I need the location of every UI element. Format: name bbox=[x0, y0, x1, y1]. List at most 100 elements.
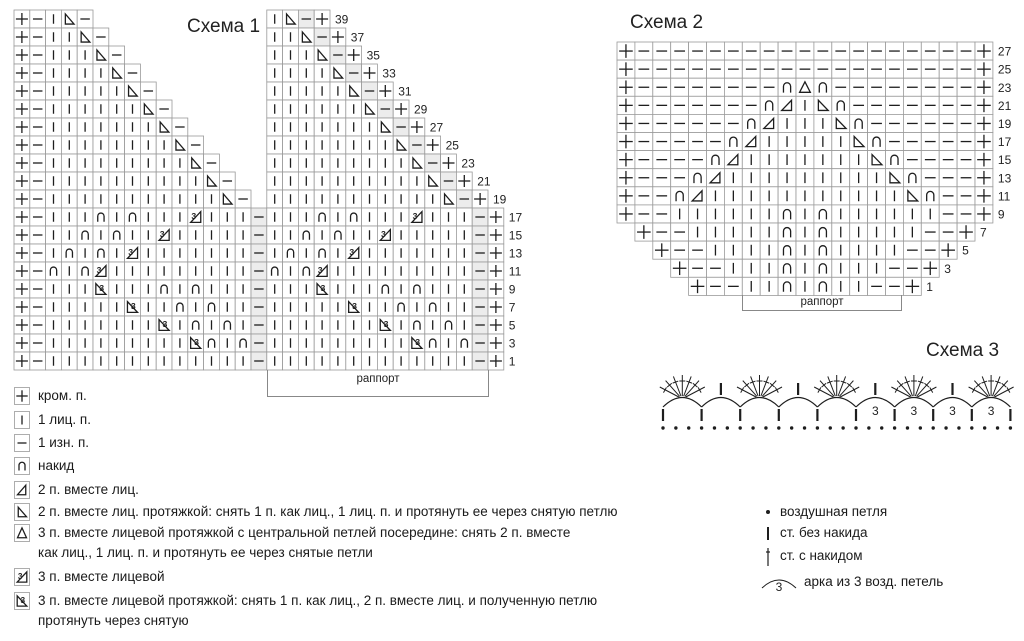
chain-dot bbox=[995, 426, 1000, 430]
ssk-symbol bbox=[175, 138, 187, 151]
legend-text: кром. п. bbox=[38, 388, 87, 403]
edge-stitch-symbol bbox=[977, 207, 991, 221]
chart-row: 33 bbox=[13, 63, 396, 83]
ssk-symbol bbox=[127, 84, 139, 97]
yarn-over-symbol bbox=[381, 284, 390, 294]
legend-text: 1 лиц. п. bbox=[38, 412, 91, 427]
dc-tick bbox=[749, 380, 756, 384]
yarn-over-symbol bbox=[128, 212, 137, 222]
chain-dot bbox=[764, 426, 768, 430]
edge-stitch-symbol bbox=[15, 138, 28, 152]
svg-text:3: 3 bbox=[162, 319, 167, 329]
chart2-rapport-bracket: раппорт bbox=[742, 295, 902, 311]
row-number: 19 bbox=[493, 193, 507, 207]
chart2-rapport-label: раппорт bbox=[800, 296, 844, 308]
chart-row: 25 bbox=[13, 135, 459, 155]
arch-label: 3 bbox=[949, 404, 956, 418]
k2tog-symbol bbox=[762, 116, 775, 130]
ssk-symbol bbox=[64, 12, 76, 25]
dc-tick bbox=[1006, 387, 1011, 393]
edge-stitch-symbol bbox=[15, 210, 28, 224]
central-double-decrease-icon bbox=[14, 524, 30, 542]
yarn-over-symbol bbox=[49, 266, 58, 276]
dc-tick bbox=[763, 380, 770, 384]
yarn-over-symbol bbox=[764, 100, 774, 111]
chain-dot bbox=[918, 426, 923, 430]
ssk-symbol bbox=[159, 120, 171, 133]
chain-dot bbox=[1008, 426, 1013, 430]
row-number: 19 bbox=[998, 117, 1012, 131]
edge-stitch-symbol bbox=[15, 192, 28, 206]
k3tog-symbol: 3 bbox=[125, 245, 139, 260]
row-number: 1 bbox=[509, 355, 516, 369]
double-crochet bbox=[762, 386, 783, 398]
row-number: 3 bbox=[944, 262, 951, 276]
chart-row: 37 bbox=[13, 27, 364, 47]
svg-text:3: 3 bbox=[18, 572, 23, 581]
yarn-over-symbol bbox=[782, 226, 792, 238]
chain-arch bbox=[816, 396, 857, 408]
k3tog-symbol: 3 bbox=[94, 263, 107, 278]
edge-stitch-symbol bbox=[474, 192, 487, 206]
svg-text:3: 3 bbox=[413, 211, 418, 221]
yarn-over-symbol bbox=[160, 284, 168, 294]
edge-stitch-symbol bbox=[977, 134, 991, 149]
chain-dot bbox=[766, 510, 770, 514]
yarn-over-symbol bbox=[223, 320, 232, 330]
ssk-icon bbox=[14, 503, 30, 521]
row-number: 1 bbox=[926, 280, 933, 294]
yarn-over-symbol bbox=[818, 281, 828, 292]
chain-dot bbox=[815, 426, 820, 430]
double-crochet bbox=[896, 380, 912, 397]
edge-stitch-symbol bbox=[489, 318, 502, 332]
yarn-over-symbol bbox=[782, 263, 792, 274]
chart1-rapport-label: раппорт bbox=[356, 373, 400, 385]
edge-stitch-symbol bbox=[977, 170, 991, 185]
dc-tick bbox=[894, 387, 899, 393]
edge-stitch-symbol bbox=[15, 156, 28, 170]
double-crochet bbox=[838, 380, 854, 397]
edge-stitch-symbol bbox=[379, 84, 392, 98]
yarn-over-symbol bbox=[836, 100, 845, 111]
k3tog-symbol: 3 bbox=[410, 209, 423, 224]
edge-stitch-symbol bbox=[489, 264, 502, 278]
edge-stitch-symbol bbox=[15, 282, 28, 296]
central-dec-symbol bbox=[16, 526, 28, 539]
ssk-symbol bbox=[17, 505, 28, 518]
ssk-symbol bbox=[349, 84, 360, 97]
legend-text: протянуть через снятую bbox=[38, 613, 189, 628]
sk2p-symbol: 3 bbox=[379, 317, 392, 332]
legend-text: 2 п. вместе лиц. bbox=[38, 482, 139, 497]
edge-stitch-symbol bbox=[619, 62, 633, 76]
yarn-over-symbol bbox=[112, 230, 121, 240]
yarn-over-symbol bbox=[675, 190, 684, 202]
row-number: 11 bbox=[998, 189, 1011, 203]
chain-dot bbox=[699, 426, 704, 430]
edge-stitch-symbol bbox=[15, 354, 28, 368]
yarn-over-symbol bbox=[428, 338, 437, 348]
row-number: 15 bbox=[998, 153, 1012, 167]
edge-stitch-symbol bbox=[426, 138, 439, 152]
legend-text: 3 п. вместе лицевой bbox=[38, 569, 165, 584]
double-crochet bbox=[904, 376, 913, 397]
yarn-over-symbol bbox=[413, 320, 421, 330]
chain-arch bbox=[855, 396, 896, 408]
edge-stitch-symbol bbox=[619, 189, 633, 203]
edge-stitch-symbol bbox=[690, 279, 705, 294]
legend-text: ст. без накида bbox=[780, 525, 868, 540]
ssk-symbol bbox=[333, 66, 345, 79]
edge-stitch-symbol bbox=[15, 102, 28, 116]
edge-stitch-symbol bbox=[977, 62, 991, 76]
single-arch: 3 bbox=[932, 383, 973, 418]
svg-text:3: 3 bbox=[320, 283, 325, 293]
edge-stitch-symbol bbox=[15, 66, 28, 80]
arch-label: 3 bbox=[872, 404, 879, 418]
chart-row: 17 bbox=[616, 132, 1012, 152]
yarn-over-symbol bbox=[729, 136, 738, 147]
row-number: 27 bbox=[998, 45, 1012, 59]
edge-stitch-symbol bbox=[15, 336, 28, 350]
yarn-over-symbol bbox=[926, 190, 935, 202]
yarn-over-symbol bbox=[908, 172, 917, 184]
sk2p-symbol: 3 bbox=[158, 317, 171, 332]
edge-stitch-symbol bbox=[619, 207, 633, 221]
